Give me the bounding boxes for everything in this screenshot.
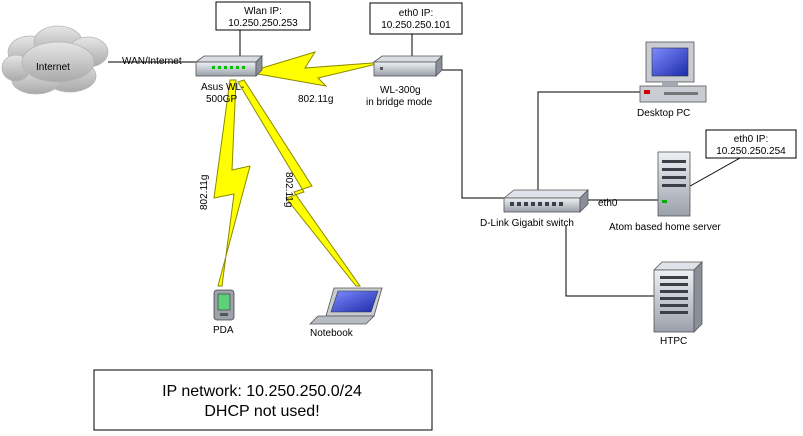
server-ip-line2: 10.250.250.254 [716,146,786,157]
eth0-link-label: eth0 [598,198,618,209]
router-ip-box: Wlan IP: 10.250.250.253 [215,1,311,31]
router-ip-line2: 10.250.250.253 [228,18,298,29]
desktop-pc: Desktop PC [637,41,707,119]
server-ip-line1: eth0 IP: [734,134,768,145]
asus-router: Asus WL- 500GP [194,55,263,105]
pda-device: PDA [213,289,235,336]
dlink-switch: D-Link Gigabit switch [480,189,589,229]
wifi-lightning-bridge [257,51,386,87]
desktop-label: Desktop PC [637,108,690,119]
htpc-label: HTPC [660,336,687,347]
network-note-box: IP network: 10.250.250.0/24 DHCP not use… [93,369,433,431]
router-label-line1: Asus WL- [201,82,244,93]
server-label: Atom based home server [609,222,721,233]
server-ip-box: eth0 IP: 10.250.250.254 [705,129,797,159]
notebook-label: Notebook [310,328,354,339]
note-line1: IP network: 10.250.250.0/24 [162,383,362,400]
htpc-tower: HTPC [653,261,703,347]
bridge-label-line2: in bridge mode [366,97,433,108]
wan-link-label: WAN/Internet [122,56,182,67]
internet-label: Internet [36,62,70,73]
wifi-bridge-label: 802.11g [298,94,333,105]
bridge-switch-link [442,69,508,199]
note-line2: DHCP not used! [204,403,319,420]
wifi-lightning-notebook [237,79,361,287]
internet-cloud: Internet [1,25,109,95]
router-label-line2: 500GP [206,94,237,105]
bridge-ip-line1: eth0 IP: [399,8,433,19]
switch-desktop-link [537,91,650,192]
switch-label: D-Link Gigabit switch [480,218,574,229]
bridge-ip-box: eth0 IP: 10.250.250.101 [369,2,463,35]
wifi-lightning-pda [213,79,251,287]
notebook-device: Notebook [309,287,383,339]
wifi-notebook-label: 802.11g [283,172,294,207]
bridge-ip-line2: 10.250.250.101 [381,20,451,31]
bridge-device: WL-300g in bridge mode [366,55,443,108]
pda-label: PDA [213,325,234,336]
bridge-label-line1: WL-300g [380,85,421,96]
switch-htpc-link [565,226,656,297]
atom-server: Atom based home server [609,151,721,233]
router-ip-line1: Wlan IP: [244,6,282,17]
wifi-pda-label: 802.11g [199,175,210,210]
